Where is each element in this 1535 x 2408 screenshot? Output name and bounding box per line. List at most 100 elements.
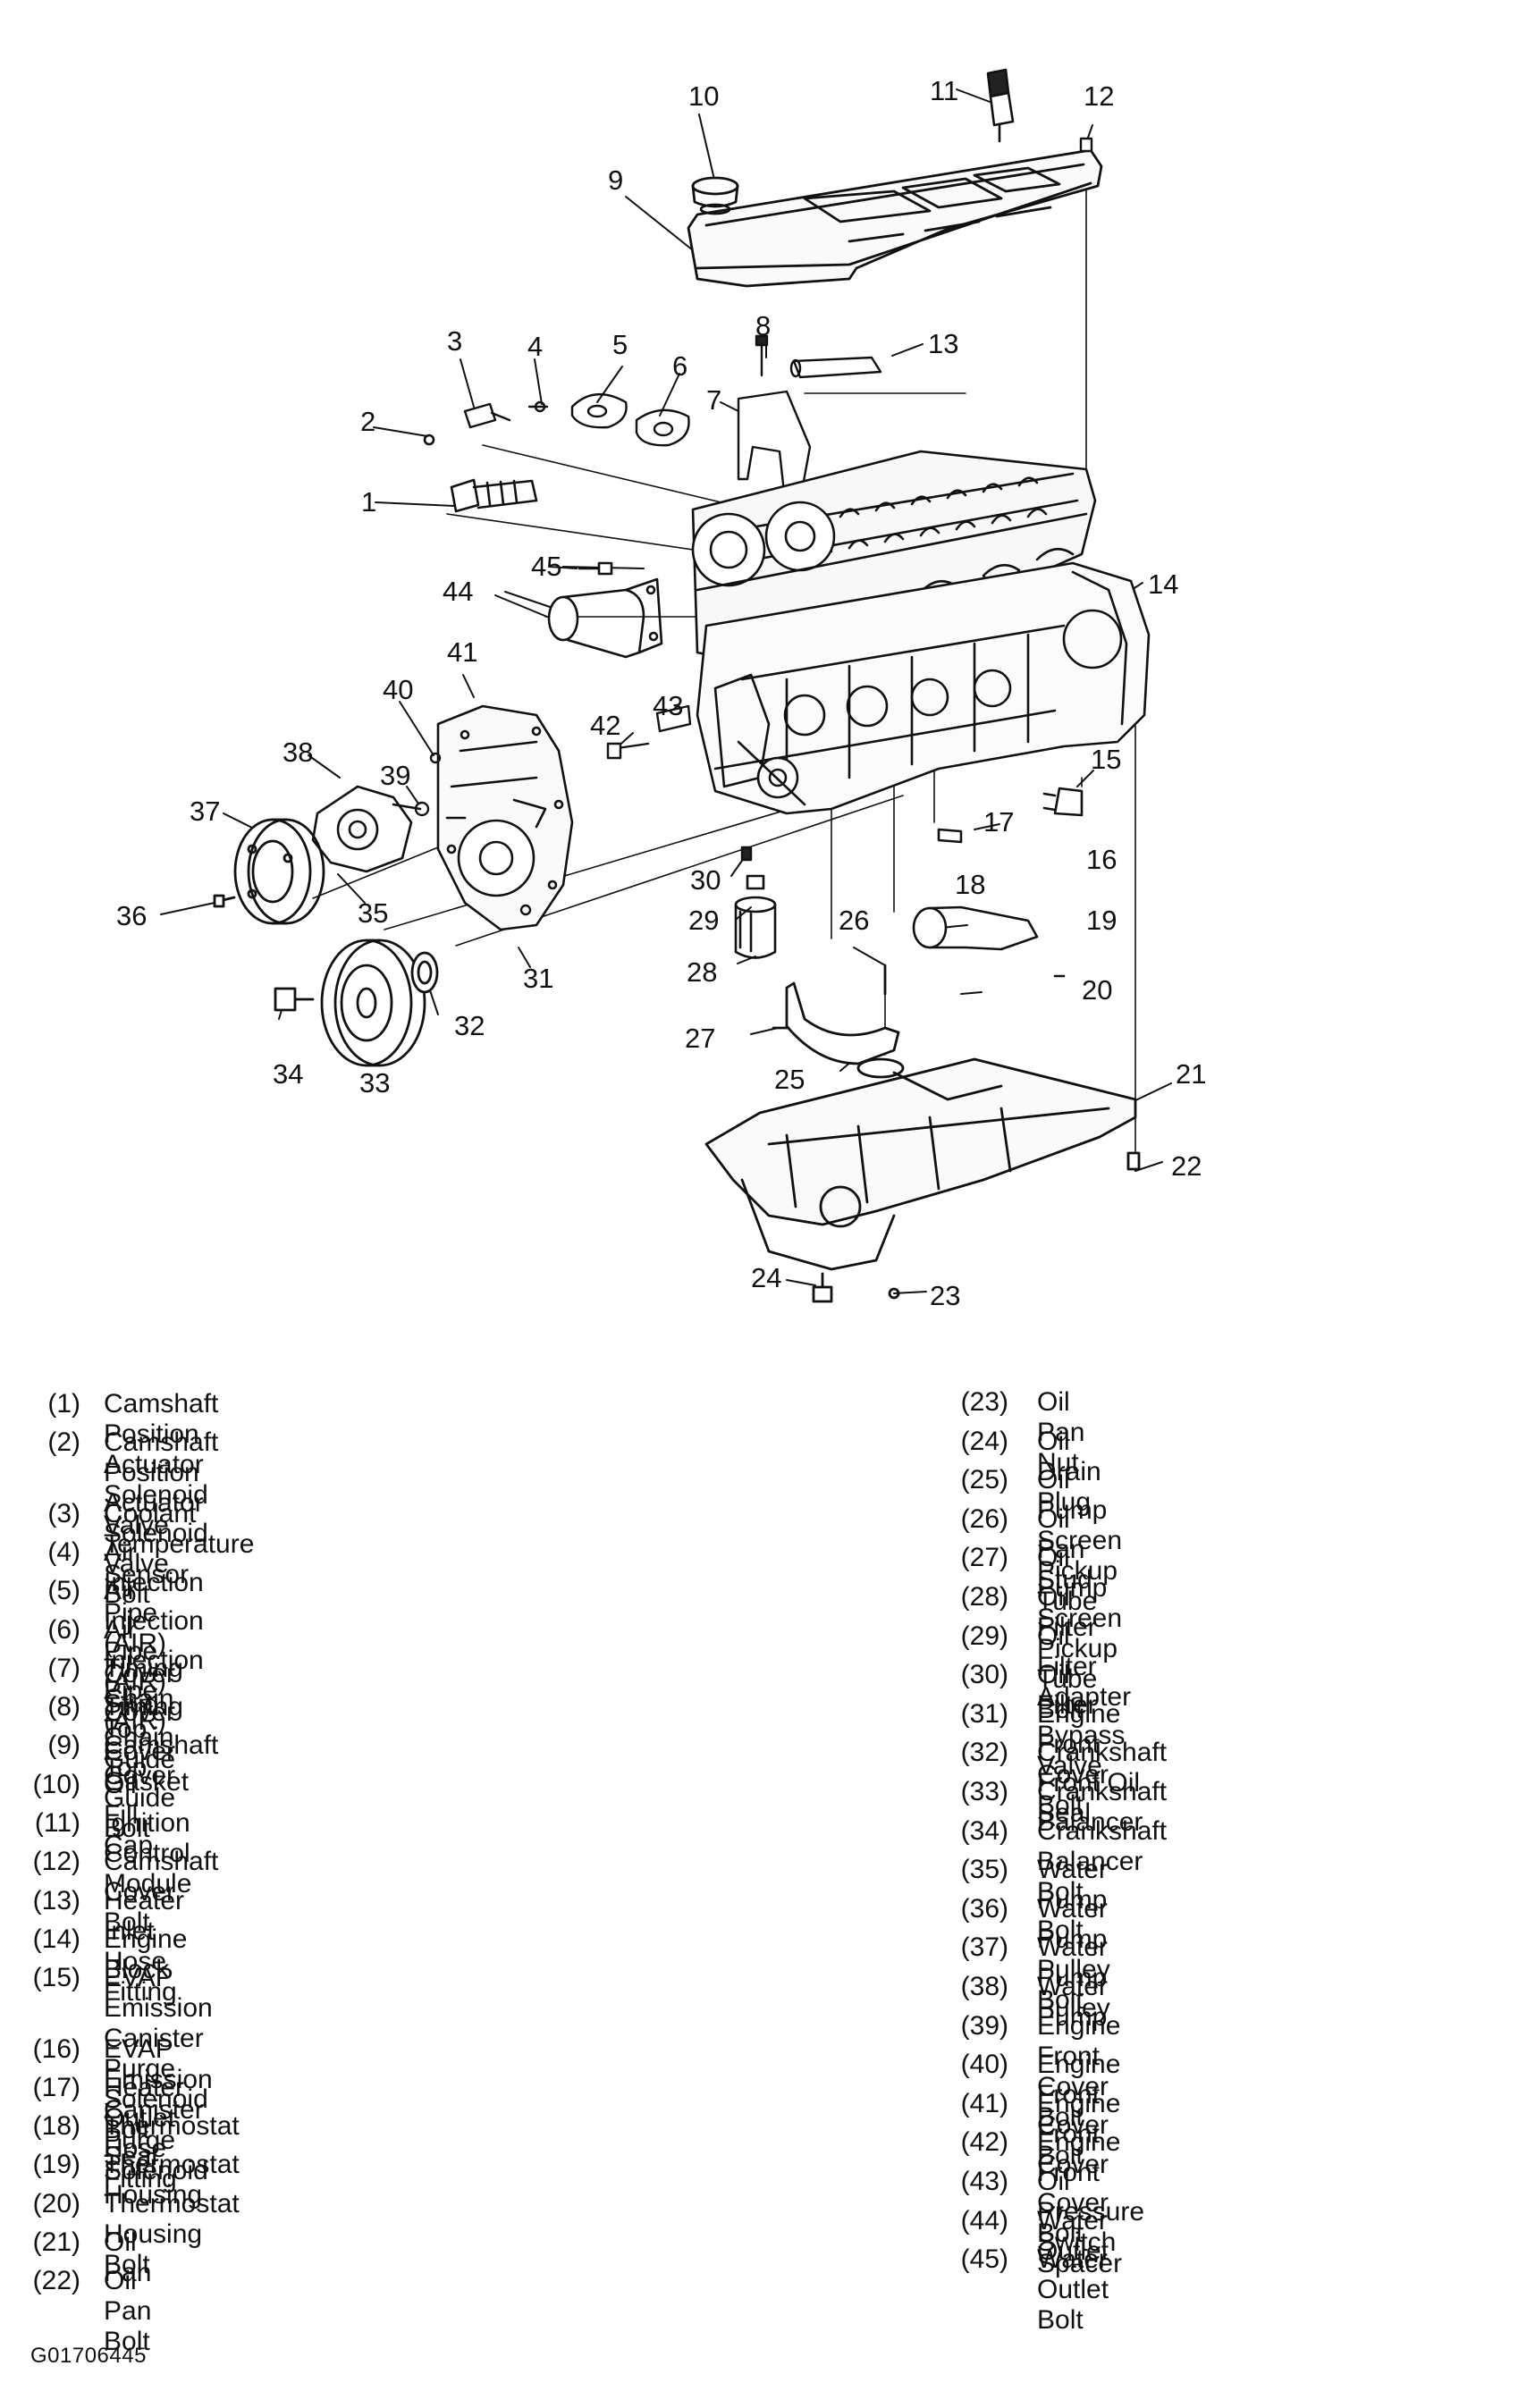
legend-item-number: (15) — [32, 1963, 80, 1993]
legend-item-number: (6) — [47, 1614, 80, 1645]
legend-item-number: (21) — [32, 2227, 80, 2257]
legend-item-label: Timing Chain Top Guide — [104, 1653, 183, 1774]
callout-24: 24 — [751, 1262, 781, 1293]
callout-13: 13 — [928, 328, 958, 359]
callout-44: 44 — [443, 576, 473, 607]
legend-item-number: (8) — [47, 1692, 80, 1722]
legend-item-number: (2) — [47, 1427, 80, 1458]
camshaft-cover — [687, 148, 1103, 288]
callout-43: 43 — [653, 690, 683, 721]
legend-item-label: Ignition Control Module — [104, 1808, 192, 1899]
legend-item-number: (29) — [960, 1621, 1008, 1651]
callout-23: 23 — [930, 1280, 960, 1311]
callout-42: 42 — [590, 710, 620, 741]
legend-item-label: Oil Pan Bolt — [104, 2266, 152, 2357]
legend-item-number: (42) — [960, 2127, 1008, 2158]
legend-item-number: (30) — [960, 1660, 1008, 1690]
callout-31: 31 — [523, 963, 553, 994]
callout-6: 6 — [672, 350, 687, 382]
legend-item-number: (28) — [960, 1582, 1008, 1612]
legend-item-label: Oil Pump Screen Pickup Tube Bolt — [1037, 1543, 1123, 1725]
legend-item-label: Camshaft Position Actuator Solenoid Valv… — [104, 1427, 219, 1610]
legend-item-number: (31) — [960, 1698, 1008, 1729]
legend-item-label: EVAP Emission Canister Purge Solenoid Bo… — [104, 1963, 213, 2145]
legend-item-number: (33) — [960, 1777, 1008, 1806]
legend-item-number: (36) — [960, 1893, 1008, 1924]
legend-item-label: Oil Pan — [104, 2227, 152, 2287]
legend-item-label: Camshaft Cover — [104, 1730, 219, 1791]
legend-item-label: Crankshaft Balancer Bolt — [1037, 1815, 1168, 1907]
legend-item-number: (14) — [32, 1924, 80, 1954]
legend-item-number: (27) — [960, 1543, 1008, 1573]
legend-item-label: Heater Outlet Hose Fitting — [104, 2072, 185, 2193]
legend-item-label: Oil Filter Bypass Valve — [1037, 1660, 1126, 1781]
legend-item-label: Oil Filter Adapter — [1037, 1621, 1132, 1712]
legend-item-label: Water Pump Bolt — [1037, 1855, 1108, 1946]
legend-item-label: Oil Drain Plug — [1037, 1426, 1101, 1517]
callout-4: 4 — [527, 331, 543, 362]
legend-item-number: (19) — [32, 2150, 80, 2180]
oil-filter — [734, 874, 777, 959]
legend-item-number: (3) — [47, 1498, 80, 1528]
ignition-control-module — [986, 68, 1015, 143]
callout-28: 28 — [687, 956, 717, 988]
legend-item-label: Oil Pan Nut — [1037, 1387, 1085, 1478]
legend-item-number: (1) — [47, 1389, 80, 1419]
camshaft-cover-bolt — [1079, 137, 1093, 153]
legend-item-label: Water Outlet — [1037, 2205, 1109, 2266]
legend-item-number: (18) — [32, 2111, 80, 2142]
legend-item-number: (12) — [32, 1847, 80, 1877]
callout-35: 35 — [358, 897, 388, 929]
thermostat-group — [912, 787, 1084, 978]
water-pump-pulley — [213, 818, 325, 925]
callout-25: 25 — [774, 1064, 805, 1095]
oil-fill-cap — [691, 176, 739, 215]
legend-item-number: (43) — [960, 2167, 1008, 2196]
callout-16: 16 — [1086, 844, 1117, 875]
legend-item-number: (24) — [960, 1426, 1008, 1456]
legend-item-label: Oil Pressure Switch — [1037, 2167, 1145, 2257]
crankshaft-balancer — [274, 939, 439, 1067]
water-outlet — [547, 561, 663, 659]
callout-34: 34 — [273, 1058, 303, 1090]
legend-item-number: (38) — [960, 1972, 1008, 2001]
callout-32: 32 — [454, 1010, 485, 1041]
legend-item-number: (35) — [960, 1855, 1008, 1885]
legend-item-number: (16) — [32, 2033, 80, 2064]
legend-item-number: (22) — [32, 2266, 80, 2296]
callout-15: 15 — [1091, 744, 1121, 775]
legend-item-label: Engine Front Cover Bolt — [1037, 2010, 1121, 2132]
legend-item-label: Timing Chain Top Guide Bolt — [104, 1692, 183, 1844]
figure-id: G01706445 — [30, 2344, 147, 2368]
engine-front-cover — [436, 704, 574, 931]
legend-item-label: Oil Pump Screen Pickup Tube — [1037, 1465, 1123, 1617]
callout-12: 12 — [1084, 80, 1114, 112]
legend-item-number: (41) — [960, 2088, 1008, 2118]
legend-item-number: (32) — [960, 1738, 1008, 1768]
legend-item-number: (39) — [960, 2010, 1008, 2041]
legend-item-label: Engine Front Cover Bolt — [1037, 2050, 1121, 2171]
callout-38: 38 — [283, 737, 313, 768]
legend-item-number: (5) — [47, 1576, 80, 1606]
legend-item-label: Air Injection Pipe (AIR) Cover — [104, 1576, 204, 1728]
legend-item-number: (9) — [47, 1730, 80, 1761]
exploded-engine-diagram: 10 9 11 12 3 4 5 6 8 7 13 2 1 45 44 14 4… — [116, 68, 1206, 1311]
legend-item-label: Air Injection Pipe (AIR) Cover Stud — [104, 1537, 204, 1719]
callout-7: 7 — [706, 384, 721, 416]
legend-item-label: Crankshaft Balancer — [1037, 1777, 1168, 1837]
callout-45: 45 — [531, 551, 561, 582]
legend-item-number: (40) — [960, 2050, 1008, 2080]
legend-item-label: Water Outlet Bolt — [1037, 2244, 1109, 2336]
legend-item-label: Engine Front Cover Bolt Spacer — [1037, 2127, 1123, 2279]
callout-5: 5 — [612, 329, 628, 360]
callout-33: 33 — [359, 1067, 390, 1099]
callout-2: 2 — [360, 406, 375, 437]
legend-item-label: Thermostat Housing Bolt — [104, 2188, 240, 2279]
legend-item-number: (11) — [34, 1808, 80, 1838]
legend-item-label: Air Injection Pipe (AIR) Cover Gasket — [104, 1614, 204, 1797]
small-bolts — [414, 704, 753, 916]
legend-item-number: (4) — [47, 1537, 80, 1567]
callout-3: 3 — [447, 325, 462, 357]
legend-item-label: Engine Front Cover — [1037, 2088, 1121, 2179]
legend-item-number: (23) — [960, 1387, 1008, 1417]
